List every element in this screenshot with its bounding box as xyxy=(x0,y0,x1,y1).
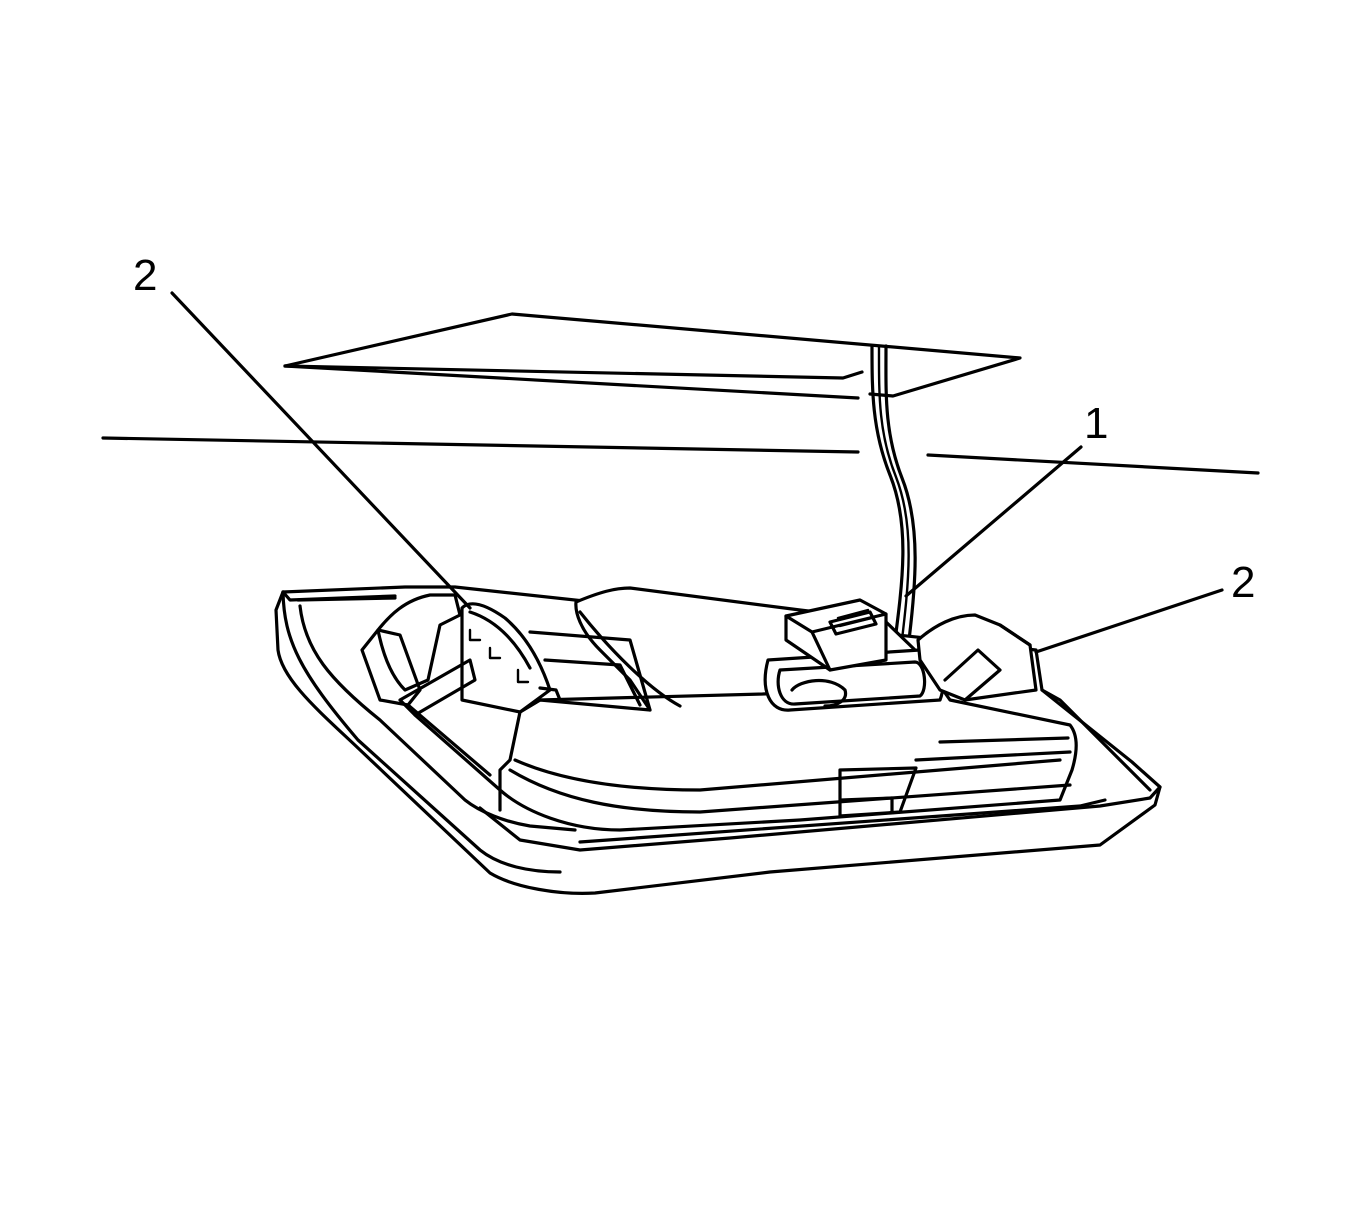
right-retaining-clip xyxy=(916,613,1038,702)
leader-line-left-2 xyxy=(170,291,472,610)
leader-line-1 xyxy=(904,445,1083,598)
callout-right-clip: 2 xyxy=(1231,558,1255,607)
left-retaining-clip xyxy=(460,602,652,714)
left-housing-detail xyxy=(360,593,502,812)
headliner-panel xyxy=(101,312,1260,475)
callout-left-clip: 2 xyxy=(133,251,157,300)
leader-line-right-2 xyxy=(1034,588,1224,654)
callout-wire-harness: 1 xyxy=(1084,399,1108,448)
leader-lines xyxy=(170,291,1224,654)
